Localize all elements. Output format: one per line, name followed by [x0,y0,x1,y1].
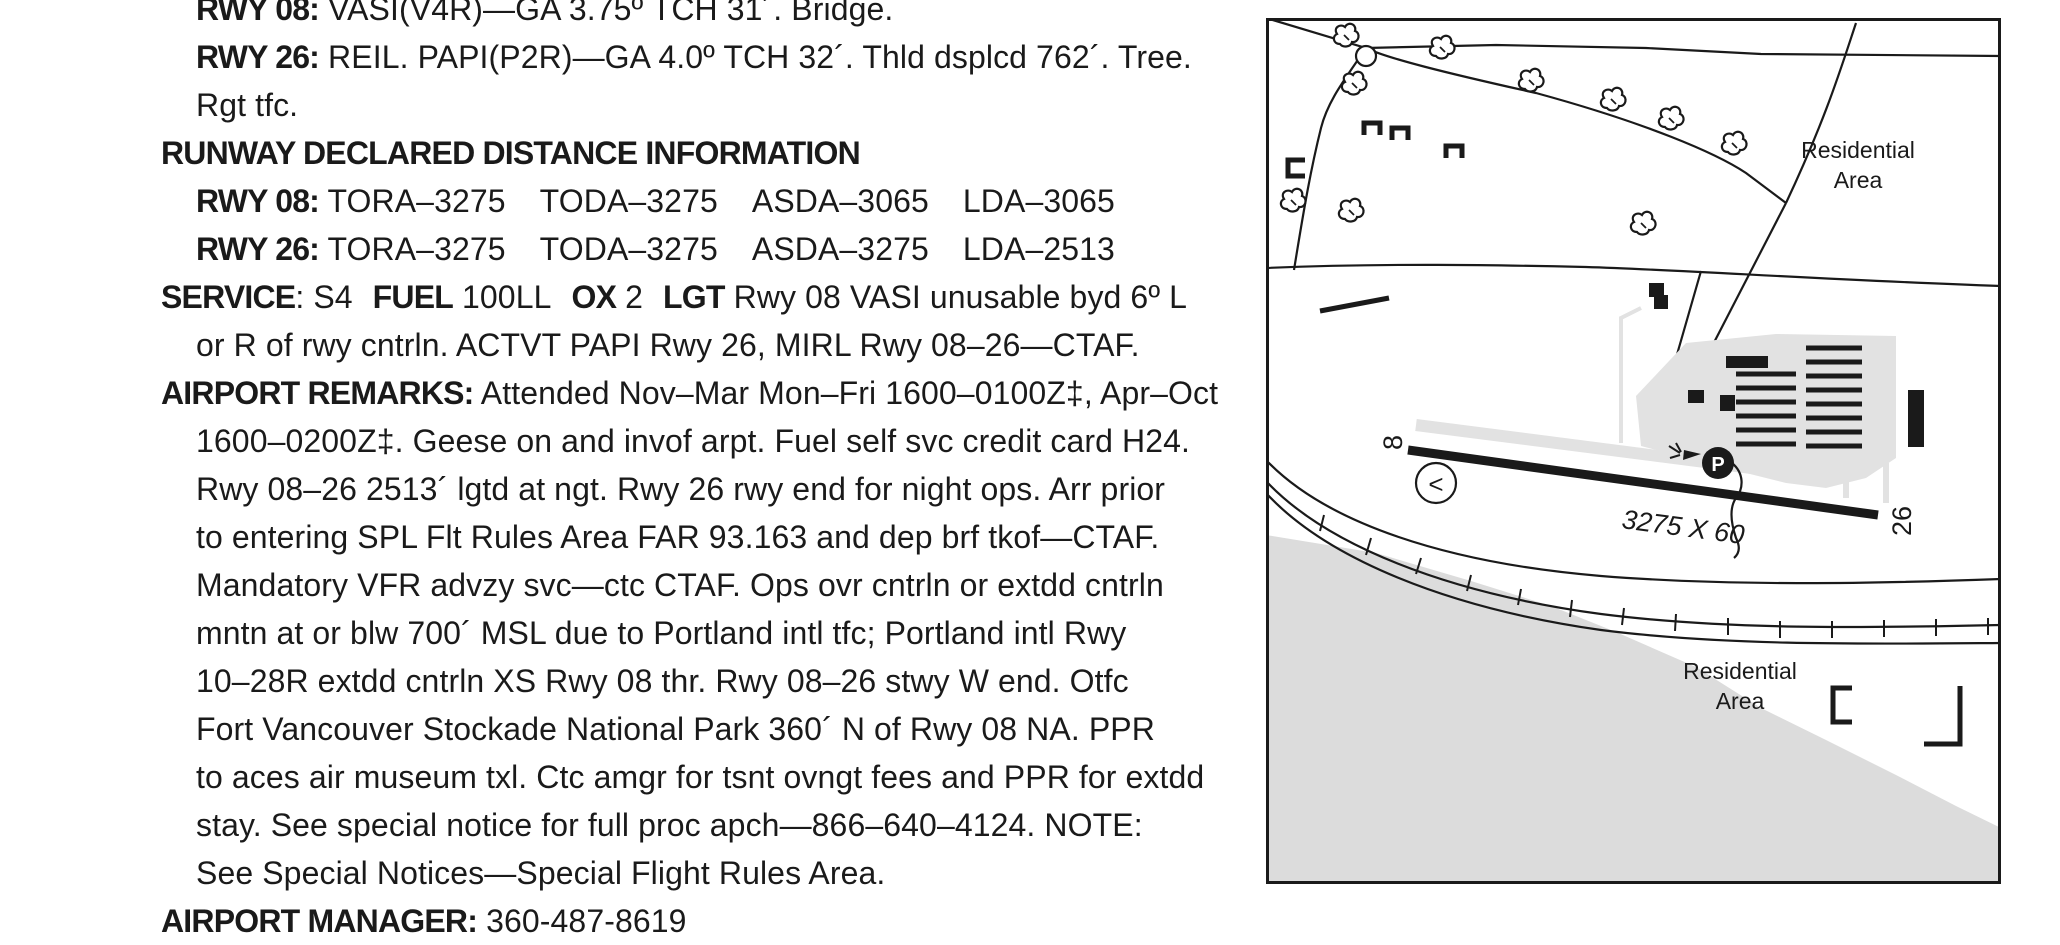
remarks-line: Fort Vancouver Stockade National Park 36… [161,705,1251,753]
manager-phone: 360-487-8619 [486,903,687,939]
dd-row-label: RWY 08: [196,183,320,219]
remarks-text: Fort Vancouver Stockade National Park 36… [196,711,1155,747]
vfr-symbol: < [1428,469,1443,499]
remarks-text: mntn at or blw 700´ MSL due to Portland … [196,615,1127,651]
runway [1407,445,1879,520]
runway-end-east: 26 [1887,506,1917,536]
service-label: SERVICE [161,279,296,315]
declared-distance-row-08: RWY 08: TORA–3275 TODA–3275 ASDA–3065 LDA–3… [161,177,1251,225]
remarks-line: 10–28R extdd cntrln XS Rwy 08 thr. Rwy 0… [161,657,1251,705]
parking-icon [1702,447,1734,479]
rwy26-end-line-cont: Rgt tfc. [161,81,1251,129]
remarks-line: to aces air museum txl. Ctc amgr for tsn… [161,753,1251,801]
declared-distance-heading-text: RUNWAY DECLARED DISTANCE INFORMATION [161,135,861,171]
power-line-icon [1730,462,1743,559]
parking-symbol: P [1711,454,1724,476]
dd-tora: TORA–3275 [327,231,506,267]
manager-line: AIRPORT MANAGER: 360-487-8619 [161,897,1251,945]
airport-diagram: Residential Area Residential Area 3275 X… [1266,18,2001,884]
manager-label: AIRPORT MANAGER: [161,903,478,939]
airport-info-text: RWY 08: VASI(V4R)—GA 3.75º TCH 31´. Brid… [161,0,1251,945]
fuel-value: 100LL [462,279,552,315]
wind-indicator-icon [1668,442,1701,460]
ox-label: OX [571,279,617,315]
remarks-label: AIRPORT REMARKS: [161,375,474,411]
service-line: SERVICE: S4 FUEL 100LL OX 2 LGT Rwy 08 VASI… [161,273,1251,321]
rwy08-label: RWY 08: [196,0,320,27]
lgt-text-cont: or R of rwy cntrln. ACTVT PAPI Rwy 26, M… [196,327,1140,363]
remarks-text: See Special Notices—Special Flight Rules… [196,855,886,891]
remarks-text: to entering SPL Flt Rules Area FAR 93.16… [196,519,1160,555]
lgt-label: LGT [663,279,725,315]
remarks-text: Mandatory VFR advzy svc—ctc CTAF. Ops ov… [196,567,1164,603]
service-line-cont: or R of rwy cntrln. ACTVT PAPI Rwy 26, M… [161,321,1251,369]
remarks-line: 1600–0200Z‡. Geese on and invof arpt. Fu… [161,417,1251,465]
remarks-line: Rwy 08–26 2513´ lgtd at ngt. Rwy 26 rwy … [161,465,1251,513]
road-junction [1354,44,1378,68]
dd-toda: TODA–3275 [539,183,718,219]
remarks-text: stay. See special notice for full proc a… [196,807,1143,843]
dd-lda: LDA–2513 [962,231,1115,267]
declared-distance-heading: RUNWAY DECLARED DISTANCE INFORMATION [161,129,1251,177]
railroad-ties [1319,514,1989,638]
rwy26-text-cont: Rgt tfc. [196,87,299,123]
area-label-top-line2: Area [1834,167,1883,193]
shore-line [1266,492,2001,645]
dd-lda: LDA–3065 [962,183,1115,219]
dd-row-label: RWY 26: [196,231,320,267]
rwy08-end-line: RWY 08: VASI(V4R)—GA 3.75º TCH 31´. Brid… [161,0,1251,33]
taxiway-connector [1843,458,1889,503]
remarks-line-0: AIRPORT REMARKS: Attended Nov–Mar Mon–Fr… [161,369,1251,417]
river-area [1266,535,2001,884]
rwy26-text: REIL. PAPI(P2R)—GA 4.0º TCH 32´. Thld ds… [328,39,1192,75]
remarks-line: mntn at or blw 700´ MSL due to Portland … [161,609,1251,657]
runway-end-west: 8 [1378,435,1408,450]
rwy26-label: RWY 26: [196,39,320,75]
runway-dimensions: 3275 X 60 [1620,504,1746,550]
vfr-waypoint-icon [1414,461,1458,505]
remarks-line: to entering SPL Flt Rules Area FAR 93.16… [161,513,1251,561]
remarks-line: Mandatory VFR advzy svc—ctc CTAF. Ops ov… [161,561,1251,609]
rwy26-end-line: RWY 26: REIL. PAPI(P2R)—GA 4.0º TCH 32´.… [161,33,1251,81]
remarks-line: stay. See special notice for full proc a… [161,801,1251,849]
ox-value: 2 [625,279,644,315]
remarks-text: 10–28R extdd cntrln XS Rwy 08 thr. Rwy 0… [196,663,1129,699]
service-value: S4 [313,279,353,315]
terminal-buildings [1688,356,1963,747]
taxiway-road [1619,306,1642,443]
remarks-text: 1600–0200Z‡. Geese on and invof arpt. Fu… [196,423,1191,459]
service-colon: : [295,279,305,315]
tree-icon [1279,22,1748,236]
declared-distance-row-26: RWY 26: TORA–3275 TODA–3275 ASDA–3275 LDA–2… [161,225,1251,273]
remarks-text: Attended Nov–Mar Mon–Fri 1600–0100Z‡, Ap… [480,375,1219,411]
apron-area [1636,334,1896,488]
railroad-line [1266,480,2001,629]
dd-tora: TORA–3275 [327,183,506,219]
taxiway [1415,419,1807,481]
fuel-label: FUEL [372,279,454,315]
remarks-text: Rwy 08–26 2513´ lgtd at ngt. Rwy 26 rwy … [196,471,1166,507]
dd-asda: ASDA–3275 [751,231,929,267]
road-line [1266,459,2001,585]
lgt-text: Rwy 08 VASI unusable byd 6º L [733,279,1188,315]
area-label-bottom-line1: Residential [1683,658,1797,684]
remarks-line: See Special Notices—Special Flight Rules… [161,849,1251,897]
rwy08-text: VASI(V4R)—GA 3.75º TCH 31´. Bridge. [328,0,894,27]
building-icon [1285,123,1668,314]
area-label-top-line1: Residential [1801,137,1915,163]
road-network [1266,18,2001,359]
remarks-text: to aces air museum txl. Ctc amgr for tsn… [196,759,1205,795]
dd-asda: ASDA–3065 [751,183,929,219]
area-label-bottom-line2: Area [1716,688,1765,714]
hangar-rows [1736,345,1862,449]
dd-toda: TODA–3275 [539,231,718,267]
diagram-frame [1266,18,2001,884]
